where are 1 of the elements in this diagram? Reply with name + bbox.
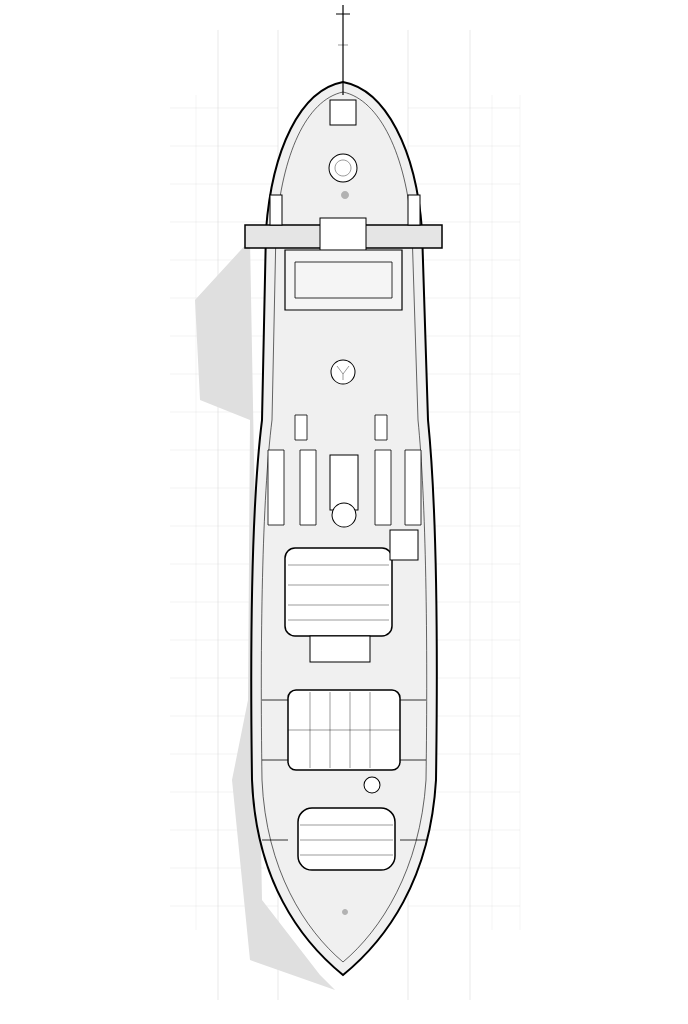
ship-drawing	[195, 4, 443, 990]
